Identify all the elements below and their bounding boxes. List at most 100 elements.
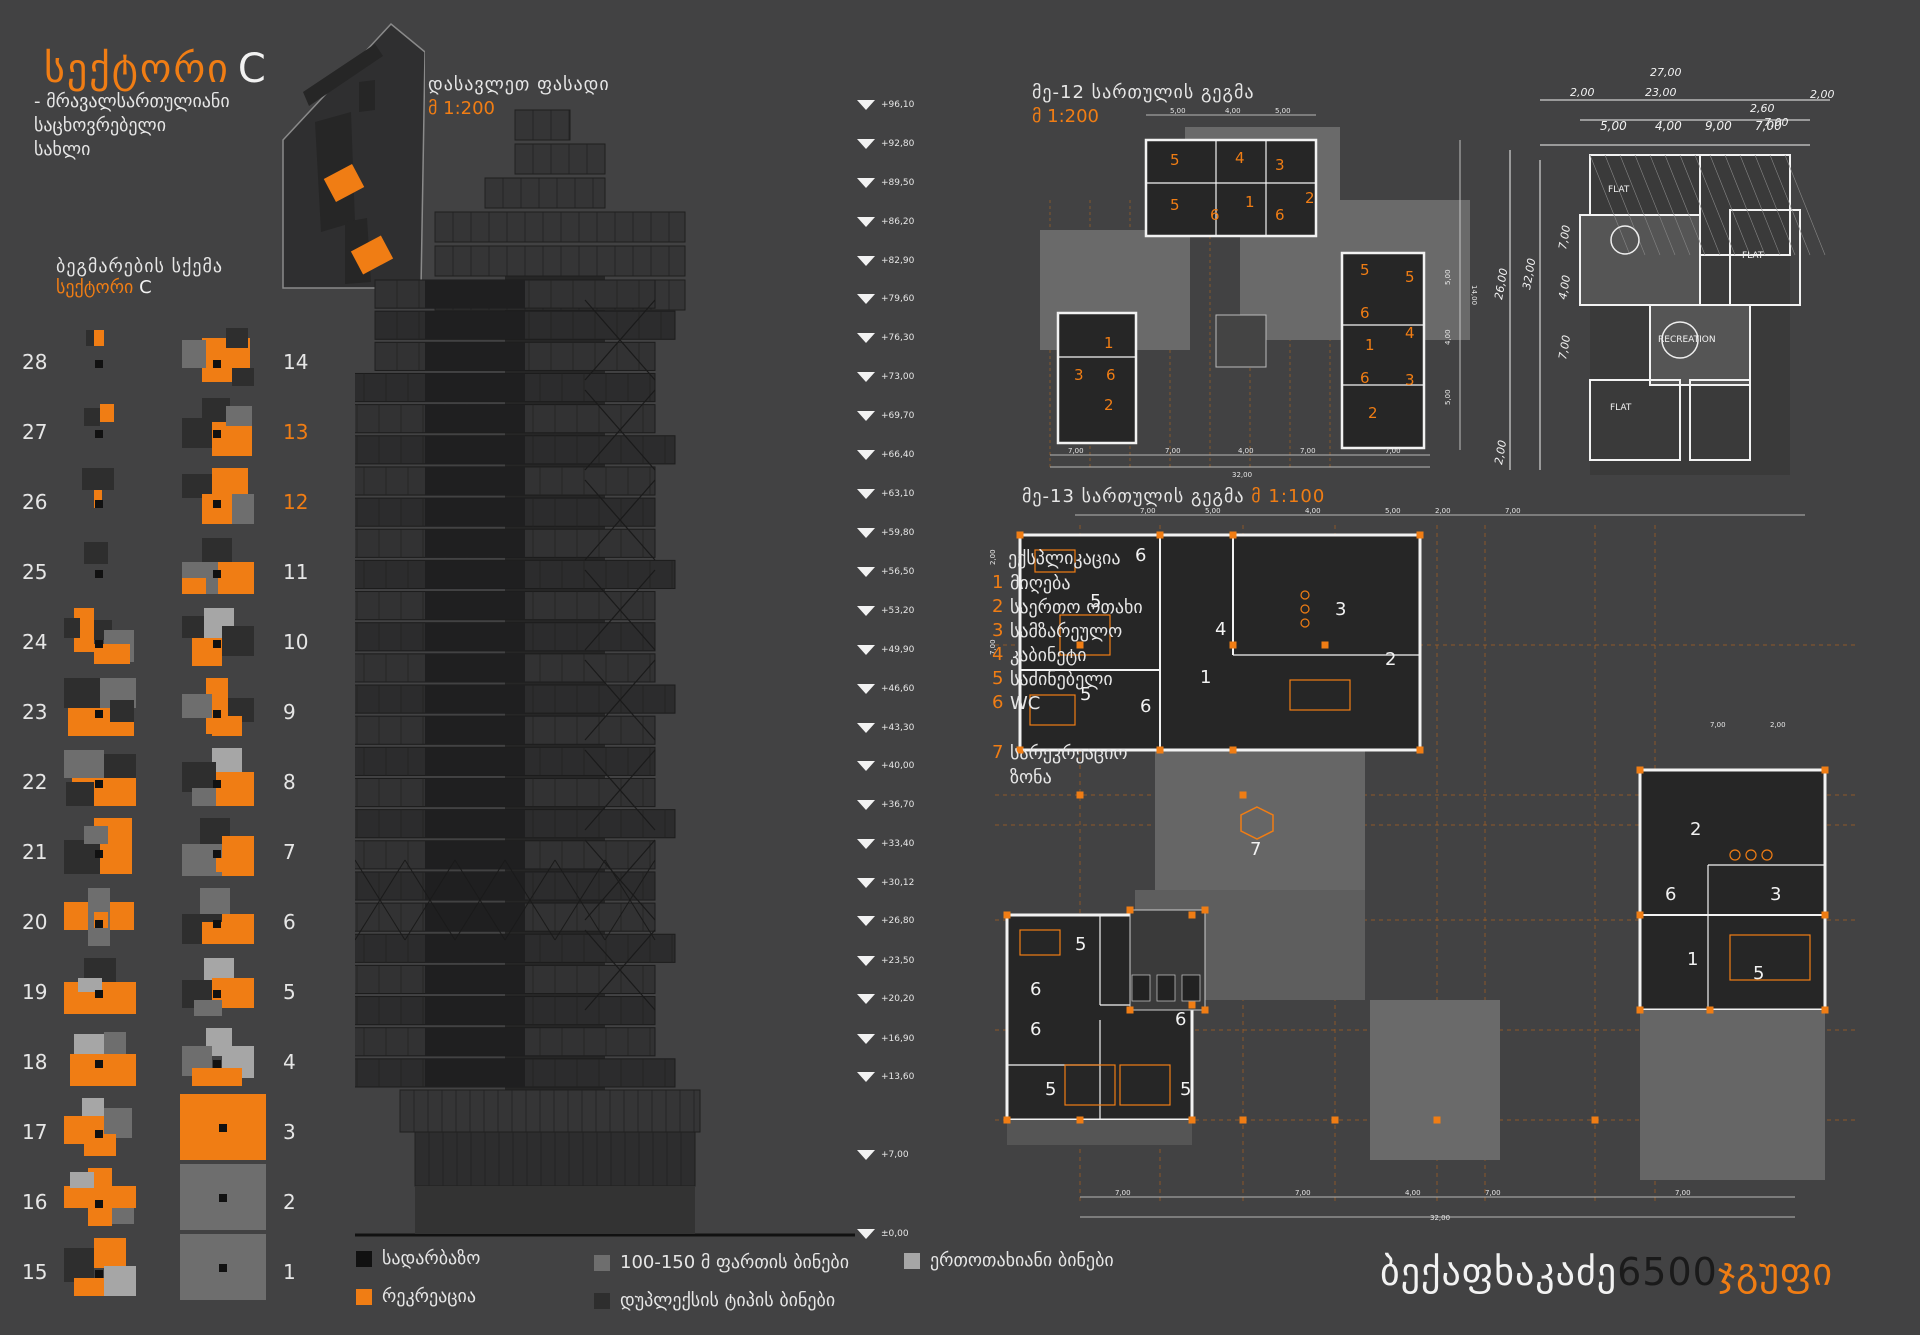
plan12-title: მე-12 სართულის გეგმა bbox=[1032, 82, 1255, 103]
scheme-block bbox=[70, 1054, 136, 1086]
scheme-block bbox=[182, 616, 204, 638]
elevation-marker-icon bbox=[857, 916, 875, 926]
elevation-marker-icon bbox=[857, 994, 875, 1004]
floor-tile bbox=[82, 468, 114, 508]
scheme-block bbox=[70, 1172, 94, 1188]
floor-tile bbox=[86, 330, 104, 368]
scheme-block bbox=[226, 406, 252, 426]
dimension: 4,00 bbox=[1225, 107, 1241, 115]
scheme-block bbox=[104, 1108, 132, 1138]
sketch-dimension: 5,00 bbox=[1600, 119, 1627, 133]
legend-label: 100-150 მ ფართის ბინები bbox=[620, 1252, 850, 1273]
floor-number: 2 bbox=[283, 1190, 296, 1214]
scheme-block bbox=[182, 694, 212, 718]
explication-number: 2 bbox=[992, 596, 1004, 617]
elevation-marker-icon bbox=[857, 800, 875, 810]
column-mark bbox=[1016, 531, 1024, 539]
room-number: 2 bbox=[1305, 189, 1315, 207]
floor-number: 19 bbox=[22, 980, 48, 1004]
dimension: 5,00 bbox=[1385, 507, 1401, 515]
scheme-block bbox=[182, 762, 216, 792]
room-number: 6 bbox=[1665, 884, 1676, 905]
sketch-dimension: 4,00 bbox=[1556, 274, 1573, 300]
column-mark bbox=[1239, 1116, 1247, 1124]
explication-number: 4 bbox=[992, 644, 1004, 665]
column-mark bbox=[1126, 906, 1134, 914]
room-number: 5 bbox=[1360, 261, 1370, 279]
stair-core bbox=[213, 920, 221, 928]
elevation-marker-icon bbox=[857, 684, 875, 694]
scheme-block bbox=[110, 700, 134, 722]
stair-core bbox=[95, 1200, 103, 1208]
elevation-marker-icon bbox=[857, 294, 875, 304]
column-mark bbox=[1706, 1006, 1714, 1014]
legend-swatch bbox=[594, 1293, 610, 1309]
sketch-room bbox=[1729, 209, 1801, 306]
scheme-block bbox=[202, 494, 232, 524]
floor-tile bbox=[182, 538, 254, 594]
room-number: 2 bbox=[1385, 649, 1396, 670]
column-mark bbox=[1821, 766, 1829, 774]
scheme-block bbox=[64, 678, 100, 708]
scheme-block bbox=[104, 754, 136, 778]
elevation-label: +7,00 bbox=[881, 1150, 909, 1160]
floor-tile bbox=[182, 328, 254, 386]
plan12-scale: მ 1:200 bbox=[1032, 106, 1099, 127]
scheme-block bbox=[94, 1238, 126, 1268]
floor-tile bbox=[64, 888, 134, 946]
explication-label: ზონა bbox=[1010, 767, 1052, 788]
elevation-label: +23,50 bbox=[881, 956, 915, 966]
scheme-block bbox=[104, 1266, 136, 1296]
floor-tile bbox=[64, 1238, 136, 1296]
plan13-scale: მ 1:100 bbox=[1251, 486, 1326, 507]
subtitle-line: საცხოვრებელი bbox=[34, 115, 167, 136]
scheme-block bbox=[64, 1248, 94, 1282]
elevation-label: ±0,00 bbox=[881, 1229, 909, 1239]
room-number: 2 bbox=[1690, 819, 1701, 840]
scheme-block bbox=[182, 844, 222, 876]
dimension: 7,00 bbox=[1485, 1189, 1501, 1197]
floor-tile bbox=[182, 818, 254, 876]
column-mark bbox=[1239, 791, 1247, 799]
building-footprint bbox=[350, 235, 394, 275]
stair-core bbox=[95, 360, 103, 368]
sketch-dimension: 2,00 bbox=[1810, 88, 1835, 101]
room-number: 5 bbox=[1045, 1079, 1056, 1100]
scheme-block bbox=[84, 1134, 116, 1156]
elevation-marker-icon bbox=[857, 489, 875, 499]
column-mark bbox=[1076, 641, 1084, 649]
sketch-dimension: 7,00 bbox=[1764, 116, 1789, 129]
elevation-label: +26,80 bbox=[881, 916, 915, 926]
floor-tile bbox=[64, 1168, 136, 1226]
floor-tile bbox=[182, 958, 254, 1016]
elevation-label: +30,12 bbox=[881, 878, 915, 888]
dimension: 7,00 bbox=[1505, 507, 1521, 515]
column-mark bbox=[1636, 911, 1644, 919]
column-mark bbox=[1003, 1116, 1011, 1124]
column-mark bbox=[1821, 1006, 1829, 1014]
floor-number: 7 bbox=[283, 840, 296, 864]
sketch-label: RECREATION bbox=[1658, 335, 1716, 345]
left-apartment bbox=[1056, 311, 1138, 445]
floor-tile bbox=[64, 818, 132, 874]
elevation-label: +56,50 bbox=[881, 567, 915, 577]
dimension: 2,00 bbox=[989, 549, 997, 565]
floor-number: 4 bbox=[283, 1050, 296, 1074]
scheme-block bbox=[78, 978, 102, 992]
floor-tile bbox=[182, 608, 254, 666]
column-mark bbox=[1016, 746, 1024, 754]
scheme-block bbox=[218, 562, 254, 594]
sketch-dimension: 27,00 bbox=[1650, 66, 1682, 79]
floor-number: 13 bbox=[283, 420, 309, 444]
scheme-block bbox=[202, 538, 232, 564]
floor-number: 17 bbox=[22, 1120, 48, 1144]
room-number: 5 bbox=[1090, 591, 1101, 612]
sketch-dimension: 7,00 bbox=[1556, 334, 1573, 360]
elevation-marker-icon bbox=[857, 217, 875, 227]
scheme-block bbox=[232, 494, 254, 524]
room-number: 1 bbox=[1104, 334, 1114, 352]
facade-band bbox=[434, 245, 686, 277]
stair-core bbox=[95, 850, 103, 858]
room-number: 6 bbox=[1360, 304, 1370, 322]
elevation-label: +20,20 bbox=[881, 994, 915, 1004]
